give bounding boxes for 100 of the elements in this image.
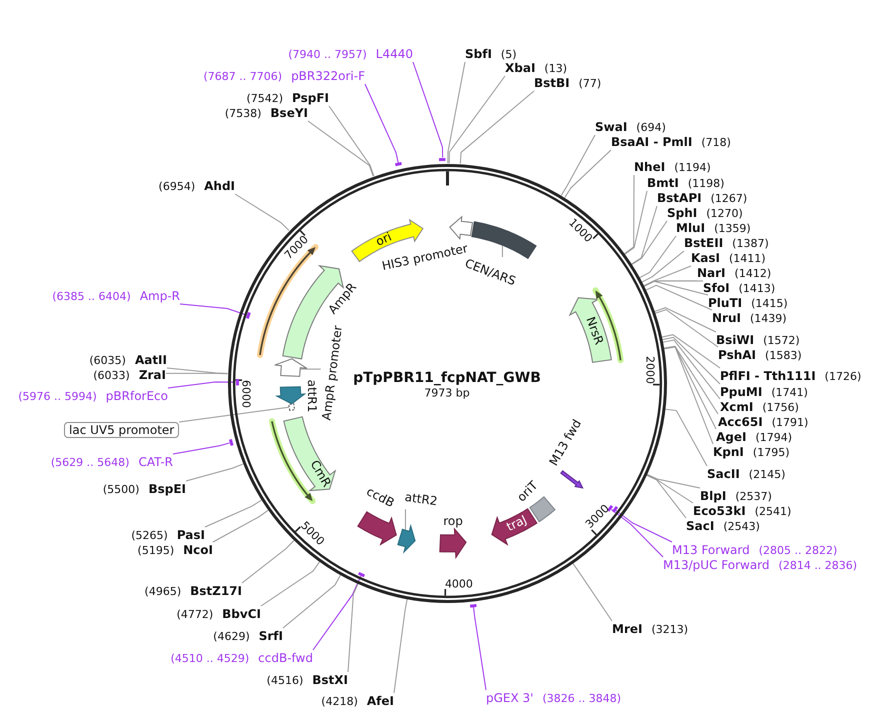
leader-line bbox=[448, 76, 506, 164]
plasmid-feature bbox=[560, 470, 584, 489]
plasmid-length: 7973 bp bbox=[424, 388, 470, 400]
primer-binding-mark bbox=[395, 162, 402, 166]
feature-callout: lac UV5 promoter bbox=[64, 422, 180, 438]
leader-line bbox=[654, 309, 718, 348]
primer-binding-mark bbox=[470, 604, 477, 608]
leader-line bbox=[460, 90, 534, 164]
feature-label: attR1 bbox=[304, 380, 318, 412]
restriction-site-label: PluTI (1415) bbox=[708, 295, 788, 311]
plasmid-feature bbox=[568, 297, 612, 364]
primer-binding-mark bbox=[358, 572, 365, 578]
leader-line bbox=[664, 408, 708, 466]
restriction-site-label: KasI (1411) bbox=[691, 250, 766, 266]
leader-line bbox=[204, 500, 262, 528]
leader-line bbox=[502, 245, 503, 258]
leader-line bbox=[646, 474, 686, 518]
leader-line bbox=[404, 508, 406, 530]
scale-label: 6000 bbox=[238, 380, 252, 408]
leader-line bbox=[168, 382, 236, 388]
leader-line bbox=[631, 206, 658, 265]
leader-line bbox=[212, 510, 269, 542]
restriction-site-label: (5195) NcoI bbox=[138, 542, 213, 558]
primer-label: (7687 .. 7706) pBR322ori-F bbox=[204, 68, 365, 84]
leader-line bbox=[312, 576, 362, 650]
leader-line bbox=[166, 368, 228, 374]
feature-bar bbox=[470, 220, 537, 260]
feature-label: traJ bbox=[505, 514, 530, 536]
primer-binding-mark bbox=[439, 158, 446, 161]
leader-line bbox=[394, 598, 408, 694]
leader-line bbox=[662, 340, 720, 400]
leader-line bbox=[328, 106, 374, 176]
leader-line bbox=[631, 220, 668, 265]
leader-line bbox=[364, 84, 399, 164]
leader-line bbox=[473, 606, 486, 690]
primer-binding-mark bbox=[228, 439, 234, 446]
restriction-site-label: SacII (2145) bbox=[707, 466, 786, 482]
leader-line bbox=[564, 150, 612, 198]
leader-line bbox=[172, 442, 230, 454]
plasmid-feature bbox=[356, 510, 398, 546]
plasmid-feature bbox=[448, 216, 474, 240]
leader-line bbox=[646, 474, 694, 504]
primer-label: M13 Forward (2805 .. 2822) bbox=[672, 542, 838, 558]
restriction-site-label: (4629) SrfI bbox=[213, 628, 283, 644]
primer-label: (7940 .. 7957) L4440 bbox=[288, 46, 413, 62]
primer-label: (5629 .. 5648) CAT-R bbox=[50, 454, 173, 470]
leader-line bbox=[186, 464, 244, 482]
restriction-site-label: (6035) AatII bbox=[89, 352, 167, 368]
leader-line bbox=[661, 334, 720, 368]
restriction-site-label: BstEII (1387) bbox=[684, 235, 769, 251]
leader-line bbox=[178, 406, 290, 422]
leader-line bbox=[642, 250, 684, 283]
restriction-site-label: BsiWI (1572) bbox=[716, 332, 800, 348]
leader-line bbox=[662, 336, 720, 384]
plasmid-name: pTpPBR11_fcpNAT_GWB bbox=[353, 370, 541, 386]
leader-line bbox=[645, 284, 712, 310]
restriction-site-label: PpuMI (1741) bbox=[720, 384, 808, 400]
feature-bar bbox=[288, 402, 296, 411]
primer-label: M13/pUC Forward (2814 .. 2836) bbox=[663, 557, 858, 573]
primer-label: pGEX 3' (3826 .. 3848) bbox=[486, 690, 622, 706]
restriction-site-label: BsaAI - PmlI (718) bbox=[611, 134, 731, 150]
leader-line bbox=[639, 236, 676, 278]
restriction-site-label: BstBI (77) bbox=[534, 75, 602, 91]
restriction-site-label: KpnI (1795) bbox=[713, 444, 790, 460]
plasmid-feature bbox=[438, 528, 467, 558]
feature-label: ori bbox=[374, 231, 394, 250]
leader-line bbox=[180, 304, 248, 316]
primer-label: (6385 .. 6404) Amp-R bbox=[52, 288, 180, 304]
restriction-site-label: NruI (1439) bbox=[712, 310, 787, 326]
restriction-site-label: XbaI (13) bbox=[505, 60, 567, 76]
leader-line bbox=[166, 372, 228, 374]
leader-line bbox=[560, 134, 596, 196]
restriction-site-label: (6954) AhdI bbox=[158, 178, 235, 194]
scale-label: 2000 bbox=[642, 356, 655, 384]
leader-line bbox=[644, 280, 708, 296]
primer-label: (4510 .. 4529) ccdB-fwd bbox=[170, 650, 313, 666]
primer-binding-mark bbox=[607, 505, 614, 512]
leader-line bbox=[282, 574, 341, 628]
leader-line bbox=[348, 583, 358, 672]
restriction-site-label: (4965) BstZ17I bbox=[144, 583, 242, 599]
plasmid-feature bbox=[276, 386, 306, 405]
feature-label: AmpR promoter bbox=[320, 324, 346, 422]
leader-line bbox=[611, 508, 664, 558]
restriction-site-label: PflFI - Tth111I (1726) bbox=[720, 368, 862, 384]
feature-label: rop bbox=[443, 514, 463, 529]
restriction-site-label: MreI (3213) bbox=[612, 621, 688, 637]
restriction-site-label: MluI (1359) bbox=[676, 220, 751, 236]
restriction-site-label: SacI (2543) bbox=[686, 518, 760, 534]
restriction-site-label: (7542) PspFI bbox=[246, 90, 329, 106]
feature-label: NrsR bbox=[582, 315, 606, 347]
restriction-site-label: Eco53kI (2541) bbox=[693, 503, 792, 519]
leader-line bbox=[447, 62, 466, 164]
restriction-site-label: PshAI (1583) bbox=[718, 347, 802, 363]
leader-line bbox=[308, 120, 374, 177]
restriction-site-label: SbfI (5) bbox=[465, 46, 517, 62]
plasmid-feature bbox=[396, 525, 416, 553]
leader-line bbox=[643, 266, 692, 286]
restriction-site-label: BlpI (2537) bbox=[700, 488, 772, 504]
restriction-site-label: (6033) ZraI bbox=[93, 367, 166, 383]
restriction-site-label: SphI (1270) bbox=[667, 205, 743, 221]
